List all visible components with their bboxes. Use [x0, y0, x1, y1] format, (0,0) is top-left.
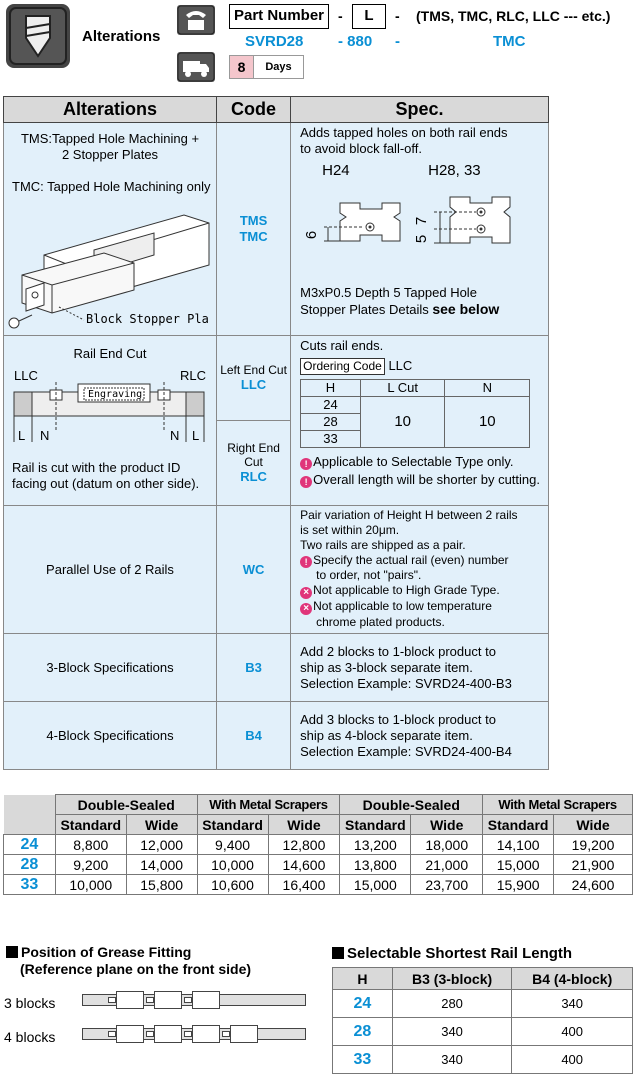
b3-spec: Add 2 blocks to 1-block product to ship …	[290, 633, 549, 702]
b4-spec: Add 3 blocks to 1-block product to ship …	[290, 701, 549, 770]
tms-diagram: Block Stopper Pla	[4, 195, 216, 335]
dash: -	[338, 8, 343, 24]
price-corner	[3, 794, 56, 835]
tms-alteration: TMS:Tapped Hole Machining + 2 Stopper Pl…	[3, 122, 217, 336]
price-sub: Wide	[125, 814, 198, 835]
b4-alteration: 4-Block Specifications	[3, 701, 217, 770]
prohibited-icon: ×	[300, 603, 313, 615]
price-sub: Wide	[267, 814, 341, 835]
tms-spec: Adds tapped holes on both rail ends to a…	[290, 122, 549, 336]
label-3-blocks: 3 blocks	[4, 995, 56, 1011]
example-dash: -	[395, 33, 400, 50]
price-sub: Wide	[553, 814, 633, 835]
b4-code: B4	[215, 701, 292, 770]
price-group: Double-Sealed	[54, 794, 198, 815]
price-group: With Metal Scrapers	[196, 794, 341, 815]
dash: -	[395, 8, 400, 24]
note-icon: !	[300, 476, 313, 488]
rail-cut-diagram: LLC RLC Engraving	[13, 368, 207, 443]
phone-icon	[177, 5, 215, 35]
l-box: L	[352, 4, 386, 29]
drill-icon	[6, 4, 70, 68]
grease-title: Position of Grease Fitting (Reference pl…	[6, 944, 251, 978]
bullet-square-icon	[6, 946, 18, 958]
days-value: 8	[229, 55, 254, 79]
page-title: Alterations	[82, 28, 161, 45]
options-text: (TMS, TMC, RLC, LLC --- etc.)	[416, 8, 611, 24]
cut-alteration: Rail End Cut LLC RLC	[3, 335, 217, 506]
days-label: Days	[254, 55, 304, 79]
table-row: 24 280 340	[332, 989, 633, 1018]
llc-code: Left End Cut LLC	[215, 335, 292, 421]
shortest-title: Selectable Shortest Rail Length	[332, 945, 572, 962]
wc-alteration: Parallel Use of 2 Rails	[3, 505, 217, 634]
table-row: 33 10,000 15,800 10,600 16,400 15,000 23…	[3, 874, 633, 895]
table-row: 33 340 400	[332, 1045, 633, 1074]
b3-code: B3	[215, 633, 292, 702]
block-stopper-label: Block Stopper Pla	[86, 312, 209, 326]
ordering-code-box: Ordering Code	[300, 358, 385, 375]
see-below-link: see below	[432, 301, 500, 317]
header-alterations: Alterations	[3, 96, 217, 123]
label-4-blocks: 4 blocks	[4, 1029, 56, 1045]
wc-spec: Pair variation of Height H between 2 rai…	[290, 505, 549, 634]
cut-spec: Cuts rail ends. Ordering Code LLC H L Cu…	[290, 335, 549, 506]
rlc-code: Right End Cut RLC	[215, 420, 292, 506]
truck-icon	[177, 52, 215, 82]
header-spec: Spec.	[290, 96, 549, 123]
prohibited-icon: ×	[300, 587, 313, 599]
price-sub: Wide	[410, 814, 484, 835]
price-group: With Metal Scrapers	[482, 794, 633, 815]
bullet-square-icon	[332, 947, 344, 959]
price-table: Double-Sealed With Metal Scrapers Double…	[3, 794, 633, 895]
header-code: Code	[215, 96, 292, 123]
example-part: SVRD28	[245, 33, 304, 50]
part-number-box: Part Number	[229, 4, 329, 29]
example-option: TMC	[493, 33, 526, 50]
table-row: 28 9,200 14,000 10,000 14,600 13,800 21,…	[3, 854, 633, 875]
shortest-table: H B3 (3-block) B4 (4-block) 24 280 340 2…	[332, 967, 633, 1074]
note-icon: !	[300, 556, 313, 568]
price-sub: Standard	[196, 814, 269, 835]
b3-alteration: 3-Block Specifications	[3, 633, 217, 702]
cut-table: H L Cut N 24 10 10 28 33	[300, 379, 531, 448]
table-row: 24 8,800 12,000 9,400 12,800 13,200 18,0…	[3, 834, 633, 855]
tms-code: TMS TMC	[215, 122, 292, 336]
table-row: 28 340 400	[332, 1017, 633, 1046]
example-length: - 880	[338, 33, 373, 50]
price-sub: Standard	[482, 814, 555, 835]
price-sub: Standard	[339, 814, 412, 835]
alterations-table: Alterations Code Spec. TMS:Tapped Hole M…	[3, 96, 549, 770]
wc-code: WC	[215, 505, 292, 634]
price-group: Double-Sealed	[339, 794, 484, 815]
tap-hole-diagram: H24 H28, 33 6 5 7	[300, 157, 540, 285]
price-sub: Standard	[54, 814, 127, 835]
note-icon: !	[300, 458, 313, 470]
